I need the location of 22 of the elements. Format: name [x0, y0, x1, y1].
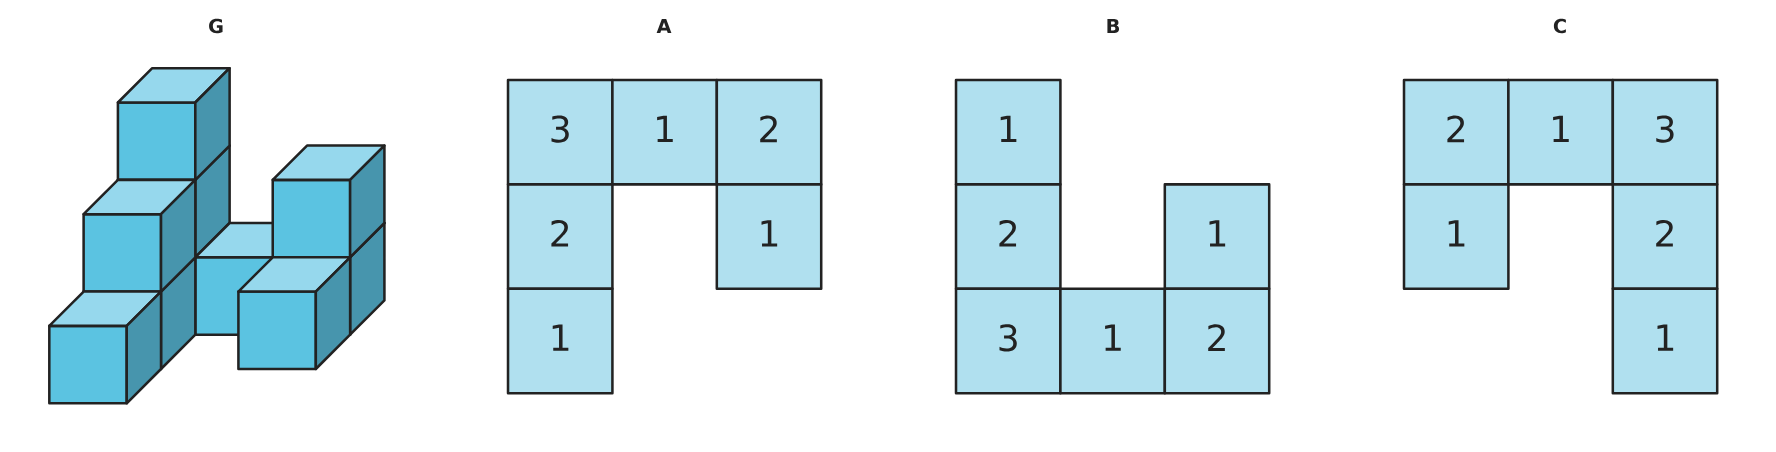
grid-cell: 2	[506, 183, 614, 291]
grid-cell: 1	[506, 287, 614, 395]
grid-cell: 2	[1163, 287, 1271, 395]
grid-cell: 1	[1163, 183, 1271, 291]
panel-title: G	[209, 18, 223, 34]
grid-cell: 2	[1611, 183, 1719, 291]
grid-cell: 1	[715, 183, 823, 291]
grid-cell: 1	[1611, 287, 1719, 395]
panel-title: C	[1553, 18, 1566, 34]
grid-cell: 1	[611, 78, 719, 186]
grid-cell: 3	[1611, 78, 1719, 186]
grid-cell: 1	[1507, 78, 1615, 186]
grid-cell: 2	[715, 78, 823, 186]
grid-cell: 2	[1402, 78, 1510, 186]
grid-cell: 3	[506, 78, 614, 186]
grid-cell: 2	[954, 183, 1062, 291]
panel-title: B	[1107, 18, 1120, 34]
panel-title: A	[656, 18, 672, 34]
grid-cell: 1	[1402, 183, 1510, 291]
grid-cell: 1	[1059, 287, 1167, 395]
grid-cell: 3	[954, 287, 1062, 395]
grid-cell: 1	[954, 78, 1062, 186]
